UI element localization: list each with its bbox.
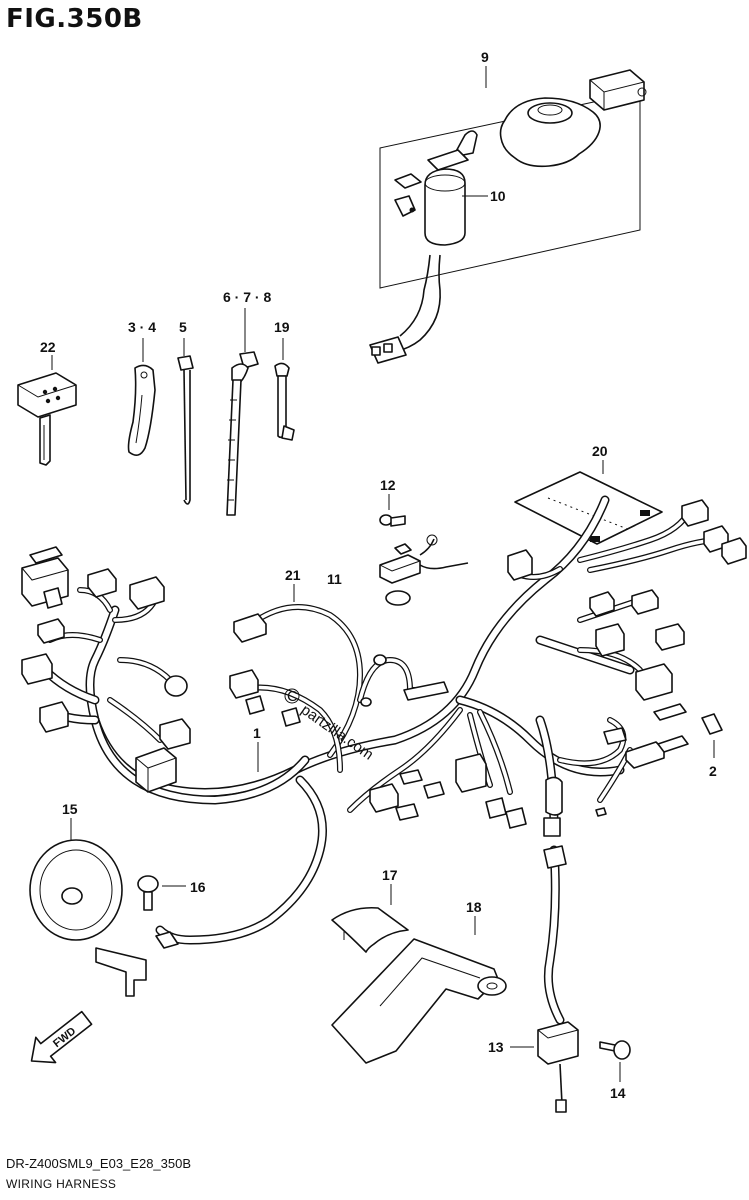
cable-tie-6-7-8: 6 · 7 · 8: [223, 289, 271, 516]
connector-pin: [383, 343, 393, 353]
fwd-direction-arrow: FWD: [30, 1010, 93, 1064]
callout-19: 19: [274, 319, 290, 335]
connector-block: [603, 727, 627, 745]
callout-15: 15: [62, 801, 78, 817]
callout-16: 16: [190, 879, 206, 895]
clamp-19: 19: [274, 319, 295, 441]
callout-21: 21: [285, 567, 301, 583]
callout-1: 1: [253, 725, 261, 741]
callout-9: 9: [481, 49, 489, 65]
connector-block: [159, 718, 191, 750]
connector-block: [631, 589, 659, 615]
horn-15: 15 16: [29, 801, 206, 997]
cable-tie-5: 5: [177, 319, 194, 505]
figure-title: FIG.350B: [6, 4, 143, 34]
connector-inline: [545, 776, 563, 816]
connector-round: [164, 675, 188, 697]
connector-block: [281, 707, 301, 727]
cover-17: 17: [331, 867, 409, 953]
connector-block: [129, 576, 165, 610]
callout-22: 22: [40, 339, 56, 355]
connector-block: [721, 537, 747, 565]
connector-block: [655, 623, 685, 651]
connector-block: [369, 783, 399, 813]
main-harness-1: [40, 495, 723, 945]
fuel-cap-part: [499, 97, 601, 168]
callout-18: 18: [466, 899, 482, 915]
connector-block: [507, 549, 533, 581]
callout-5: 5: [179, 319, 187, 335]
key-tag-22: 22: [17, 339, 77, 466]
connector-block: [399, 769, 423, 785]
callout-11: 11: [327, 571, 342, 587]
callout-6-7-8: 6 · 7 · 8: [223, 289, 271, 305]
clamp-3-4: 3 · 4: [127, 319, 156, 456]
connector-block: [423, 781, 445, 799]
connector-block: [595, 623, 625, 657]
callout-13: 13: [488, 1039, 504, 1055]
connector-block: [245, 695, 265, 715]
connector-block: [625, 741, 665, 769]
sheet-20: 20: [514, 443, 663, 545]
connector-block: [135, 747, 177, 793]
screw-12-relay-11: 12 11: [327, 477, 469, 606]
ignition-switch-set-9: 10 9: [369, 49, 647, 364]
connector-block: [87, 568, 117, 598]
connector-block: [653, 703, 687, 721]
connector-block: [485, 797, 507, 819]
diagram-caption: WIRING HARNESS: [6, 1177, 117, 1191]
connector-block: [39, 701, 69, 733]
ignition-switch-part: [369, 130, 478, 364]
connector-block: [21, 653, 53, 685]
callout-2: 2: [709, 763, 717, 779]
connector-block: [37, 618, 65, 644]
callout-17: 17: [382, 867, 398, 883]
connector-block: [635, 663, 673, 701]
bracket-18: 18: [331, 899, 507, 1064]
harness-connectors: 2 1 21: [21, 499, 747, 837]
connector-pin: [371, 346, 381, 356]
callout-20: 20: [592, 443, 608, 459]
callout-3-4: 3 · 4: [128, 319, 156, 335]
connector-block: [681, 499, 709, 527]
callout-12: 12: [380, 477, 396, 493]
connector-long: [403, 681, 449, 701]
switch-13: 13 14: [488, 845, 631, 1113]
lock-cylinder-part: [589, 69, 647, 111]
fuse-part-2: [701, 713, 723, 735]
connector-block: [589, 591, 615, 617]
connector-block: [395, 803, 419, 821]
callout-14: 14: [610, 1085, 626, 1101]
connector-block: [455, 753, 487, 793]
connector-block: [229, 669, 259, 699]
connector-block: [233, 613, 267, 643]
callout-10: 10: [490, 188, 506, 204]
watermark-mark: C: [287, 688, 298, 705]
diagram-code: DR-Z400SML9_E03_E28_350B: [6, 1156, 192, 1171]
connector-block: [505, 807, 527, 829]
